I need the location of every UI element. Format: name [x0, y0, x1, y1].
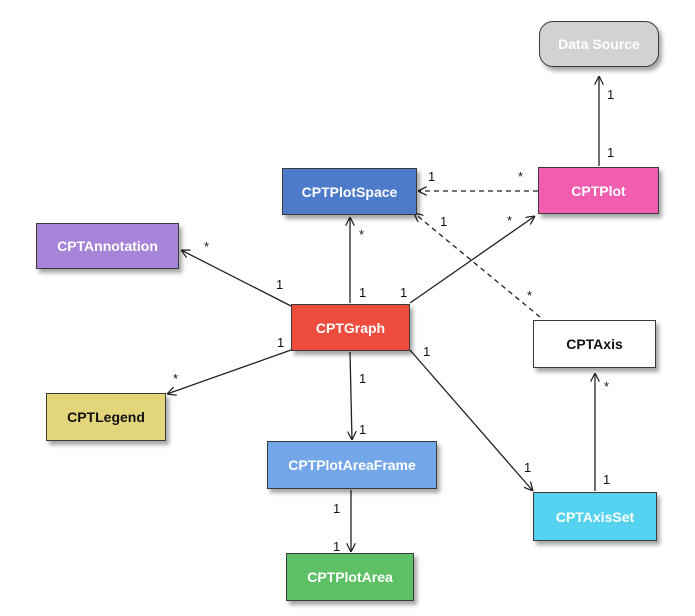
mult-plot-datasource-tail: 1	[607, 145, 615, 160]
mult-graph-plot-tail: 1	[400, 285, 408, 300]
mult-graph-plotspace-tail: 1	[359, 285, 367, 300]
node-cpt-plot: CPTPlot	[538, 167, 659, 214]
mult-graph-frame-tail: 1	[359, 371, 367, 386]
edge-graph-to-frame	[350, 351, 352, 440]
mult-axis-plotspace-tail: *	[527, 288, 533, 303]
node-cpt-axis-set-label: CPTAxisSet	[555, 508, 635, 525]
node-cpt-plot-label: CPTPlot	[571, 182, 626, 199]
mult-plot-plotspace-head: 1	[428, 169, 436, 184]
mult-graph-axisset-tail: 1	[423, 344, 431, 359]
node-cpt-legend-label: CPTLegend	[67, 409, 145, 425]
node-data-source: Data Source	[539, 21, 659, 67]
mult-graph-axisset-head: 1	[524, 460, 532, 475]
node-cpt-plot-space-label: CPTPlotSpace	[301, 183, 398, 200]
node-cpt-plot-area-label: CPTPlotArea	[307, 569, 393, 585]
mult-graph-plotspace-head: *	[359, 227, 365, 242]
mult-plot-plotspace-tail: *	[518, 169, 524, 184]
edge-graph-to-legend	[167, 349, 292, 394]
node-cpt-axis-label: CPTAxis	[566, 336, 623, 352]
mult-frame-plotarea-tail: 1	[333, 501, 341, 516]
node-cpt-plot-space: CPTPlotSpace	[282, 168, 417, 215]
edge-graph-to-plot	[409, 216, 535, 304]
node-cpt-graph-label: CPTGraph	[315, 319, 386, 336]
mult-axisset-axis-head: *	[604, 379, 610, 394]
mult-graph-annotation-head: *	[204, 239, 210, 254]
mult-axisset-axis-tail: 1	[603, 472, 611, 487]
mult-graph-frame-head: 1	[359, 422, 367, 437]
edge-axis-to-plotspace	[414, 213, 541, 318]
node-cpt-plot-area: CPTPlotArea	[286, 553, 414, 601]
mult-graph-annotation-tail: 1	[276, 277, 284, 292]
mult-graph-legend-head: *	[173, 371, 179, 386]
mult-graph-plot-head: *	[507, 213, 513, 228]
mult-graph-legend-tail: 1	[277, 335, 285, 350]
node-data-source-label: Data Source	[558, 36, 640, 52]
node-cpt-axis-set: CPTAxisSet	[533, 492, 657, 541]
node-cpt-plot-area-frame: CPTPlotAreaFrame	[267, 441, 437, 489]
node-cpt-annotation: CPTAnnotation	[36, 223, 179, 269]
mult-plot-datasource-head: 1	[607, 87, 615, 102]
edge-graph-to-axisset	[409, 349, 533, 491]
node-cpt-plot-area-frame-label: CPTPlotAreaFrame	[288, 457, 416, 473]
mult-axis-plotspace-head: 1	[440, 214, 448, 229]
node-cpt-legend: CPTLegend	[46, 393, 166, 441]
node-cpt-graph: CPTGraph	[291, 304, 410, 351]
node-cpt-axis: CPTAxis	[533, 320, 656, 368]
edge-graph-to-annotation	[181, 250, 292, 307]
node-cpt-annotation-label: CPTAnnotation	[57, 238, 158, 254]
mult-frame-plotarea-head: 1	[333, 539, 341, 554]
